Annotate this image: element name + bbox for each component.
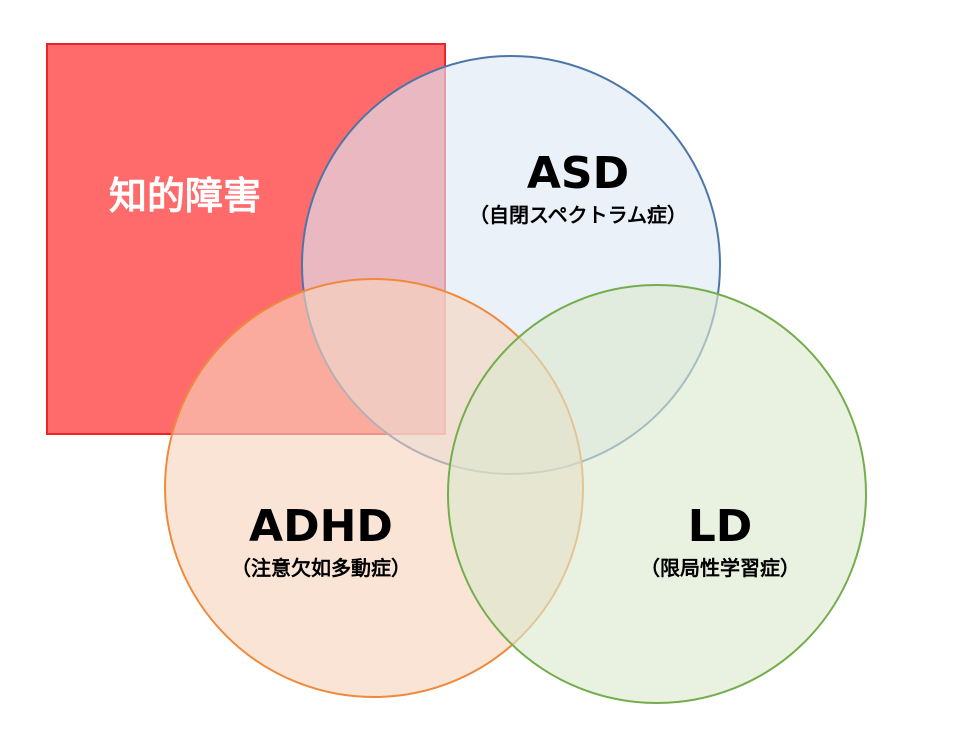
- ld-region: [447, 284, 867, 704]
- adhd-label: ADHD: [249, 501, 393, 552]
- asd-sublabel: （自閉スペクトラム症）: [469, 203, 687, 227]
- intellectual-disability-label: 知的障害: [109, 174, 261, 218]
- asd-label: ASD: [527, 148, 629, 199]
- adhd-sublabel: （注意欠如多動症）: [231, 556, 411, 580]
- ld-label: LD: [688, 501, 753, 552]
- ld-sublabel: （限局性学習症）: [640, 556, 800, 580]
